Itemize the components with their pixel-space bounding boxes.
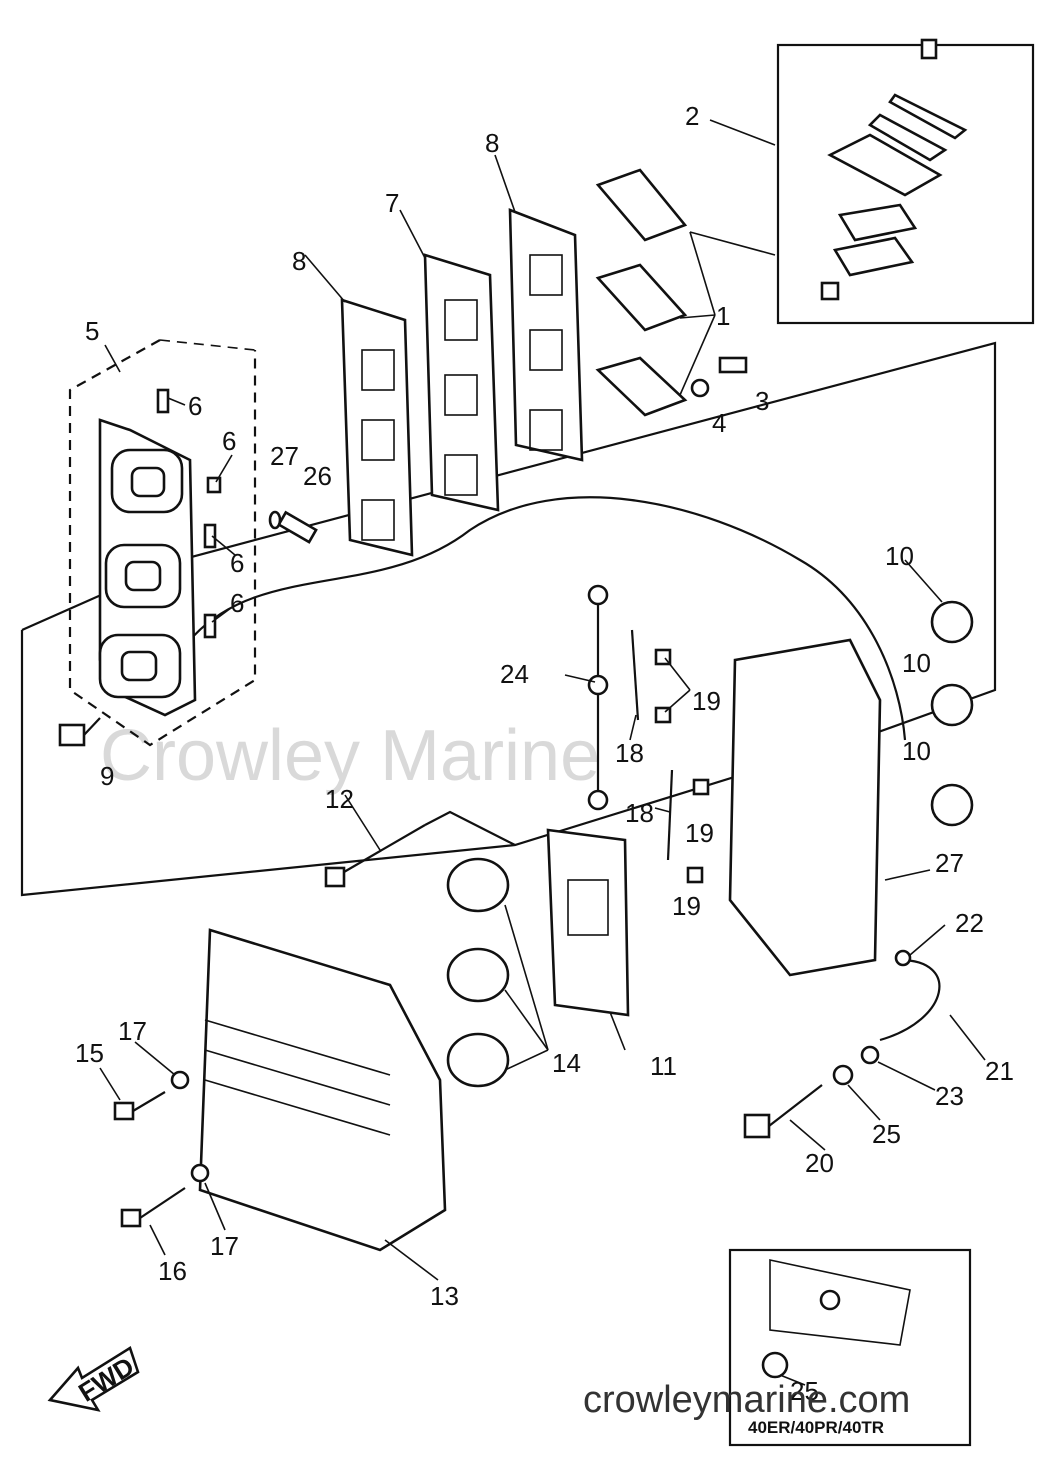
callout-6c: 6 (230, 548, 244, 578)
callout-10b: 10 (902, 648, 931, 678)
callout-17b: 17 (210, 1231, 239, 1261)
callout-5: 5 (85, 316, 99, 346)
callout-27b: 27 (935, 848, 964, 878)
callout-17a: 17 (118, 1016, 147, 1046)
model-inset (728, 1248, 972, 1447)
callout-6d: 6 (230, 588, 244, 618)
callout-27a: 27 (270, 441, 299, 471)
callout-22: 22 (955, 908, 984, 938)
leader-lines (99, 119, 986, 1386)
callout-23: 23 (935, 1081, 964, 1111)
callout-13: 13 (430, 1281, 459, 1311)
callout-6a: 6 (188, 391, 202, 421)
website-text: crowleymarine.com (583, 1379, 910, 1421)
manifold-screws (156, 388, 222, 639)
callout-21: 21 (985, 1056, 1014, 1086)
dowel-pin-and-clip (268, 510, 318, 544)
fwd-arrow (47, 1346, 140, 1412)
callout-9: 9 (100, 761, 114, 791)
callout-10c: 10 (902, 736, 931, 766)
drain-hardware (743, 949, 941, 1139)
intake-manifold (98, 418, 197, 717)
crankcase-block (728, 638, 882, 977)
callout-1: 1 (716, 301, 730, 331)
callout-11: 11 (650, 1051, 677, 1081)
o-rings (930, 600, 974, 827)
cover-bolts (113, 1070, 210, 1228)
mounting-bolt (58, 717, 101, 747)
gaskets (340, 208, 584, 557)
reed-valve-inset (776, 38, 1035, 325)
callout-20: 20 (805, 1148, 834, 1178)
callout-labels: 1 2 3 4 5 6 6 6 6 7 8 8 9 10 10 10 11 12… (75, 101, 1014, 1406)
callout-19a: 19 (692, 686, 721, 716)
watermark-text: Crowley Marine (100, 716, 600, 796)
silencer-cover (198, 928, 447, 1252)
callout-25a: 25 (872, 1119, 901, 1149)
long-bolt (324, 810, 516, 888)
inset-caption: 40ER/40PR/40TR (748, 1418, 884, 1437)
callout-14: 14 (552, 1048, 581, 1078)
callout-8b: 8 (292, 246, 306, 276)
callout-2: 2 (685, 101, 699, 131)
callout-10a: 10 (885, 541, 914, 571)
callout-16: 16 (158, 1256, 187, 1286)
callout-7: 7 (385, 188, 399, 218)
callout-15: 15 (75, 1038, 104, 1068)
callout-3: 3 (755, 386, 769, 416)
callout-18b: 18 (625, 798, 654, 828)
callout-19b: 19 (685, 818, 714, 848)
silencer-gasket (546, 828, 630, 1017)
manifold-assembly-box (68, 339, 257, 747)
callout-19c: 19 (672, 891, 701, 921)
callout-18a: 18 (615, 738, 644, 768)
callout-6b: 6 (222, 426, 236, 456)
screw-and-washer (690, 356, 748, 398)
callout-26: 26 (303, 461, 332, 491)
callout-4: 4 (712, 408, 726, 438)
callout-25b: 25 (790, 1376, 819, 1406)
linkage-rod (587, 584, 609, 811)
link-rods-and-joints (630, 629, 710, 884)
callout-8a: 8 (485, 128, 499, 158)
reed-valves (595, 168, 688, 417)
intake-seals (446, 857, 510, 1088)
callout-24: 24 (500, 659, 529, 689)
callout-12: 12 (325, 784, 354, 814)
